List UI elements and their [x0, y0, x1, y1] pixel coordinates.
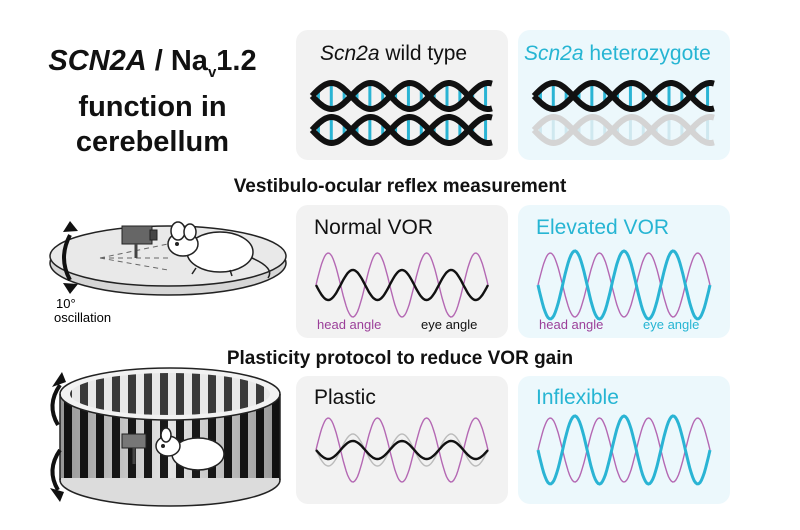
title-sub: v: [207, 63, 217, 81]
dna-strand: [531, 113, 715, 147]
dna-strand: [309, 79, 493, 113]
dna-strand: [309, 113, 493, 147]
title-suffix: 1.2: [216, 45, 257, 77]
plastic-label: Plastic: [314, 386, 376, 409]
dna-strand: [309, 113, 493, 147]
wildtype-label: Scn2a wild type: [320, 42, 468, 65]
normal-vor-label: Normal VOR: [314, 216, 434, 239]
elevated-eye-angle-label: eye angle: [643, 317, 700, 332]
dna-strand: [531, 113, 715, 147]
dna-helices: [309, 79, 715, 147]
title-line3: cerebellum: [75, 125, 230, 158]
drum-illustration: [50, 367, 281, 507]
elevated-vor-label: Elevated VOR: [536, 216, 670, 239]
title-sep: / Na: [146, 45, 208, 77]
normal-eye-wave: [314, 268, 490, 302]
inflexible-head-wave: [537, 417, 711, 483]
vor-section-title: Vestibulo-ocular reflex measurement: [233, 176, 567, 197]
heterozygote-label: Scn2a heterozygote: [524, 42, 711, 65]
dna-strand: [531, 79, 715, 113]
dna-strand: [309, 79, 493, 113]
dna-strand: [531, 79, 715, 113]
dna-het-2: [531, 113, 715, 147]
title-gene: SCN2A: [48, 45, 147, 77]
plasticity-section-title: Plasticity protocol to reduce VOR gain: [226, 348, 574, 369]
inflexible-eye-wave: [536, 414, 712, 486]
normal-eye-angle-label: eye angle: [421, 317, 478, 332]
mouse-icon: [167, 221, 271, 279]
dna-wildtype-1: [309, 79, 493, 113]
elevated-head-wave: [537, 252, 711, 318]
dna-het-1: [531, 79, 715, 113]
plastic-head-wave: [315, 417, 489, 483]
turntable-illustration: [49, 221, 287, 296]
dna-wildtype-2: [309, 113, 493, 147]
normal-vor-panel: [296, 205, 508, 338]
elevated-head-angle-label: head angle: [539, 317, 604, 332]
figure-title: SCN2A / Nav1.2 function in cerebellum: [20, 44, 285, 160]
plastic-original-eye-wave: [315, 433, 489, 467]
normal-head-wave: [315, 252, 489, 318]
plastic-eye-wave: [315, 439, 489, 461]
oscillation-label: 10° oscillation: [54, 296, 112, 325]
normal-head-angle-label: head angle: [317, 317, 382, 332]
inflexible-label: Inflexible: [536, 386, 619, 409]
title-line2: function in: [78, 90, 227, 123]
elevated-eye-wave: [536, 249, 712, 321]
